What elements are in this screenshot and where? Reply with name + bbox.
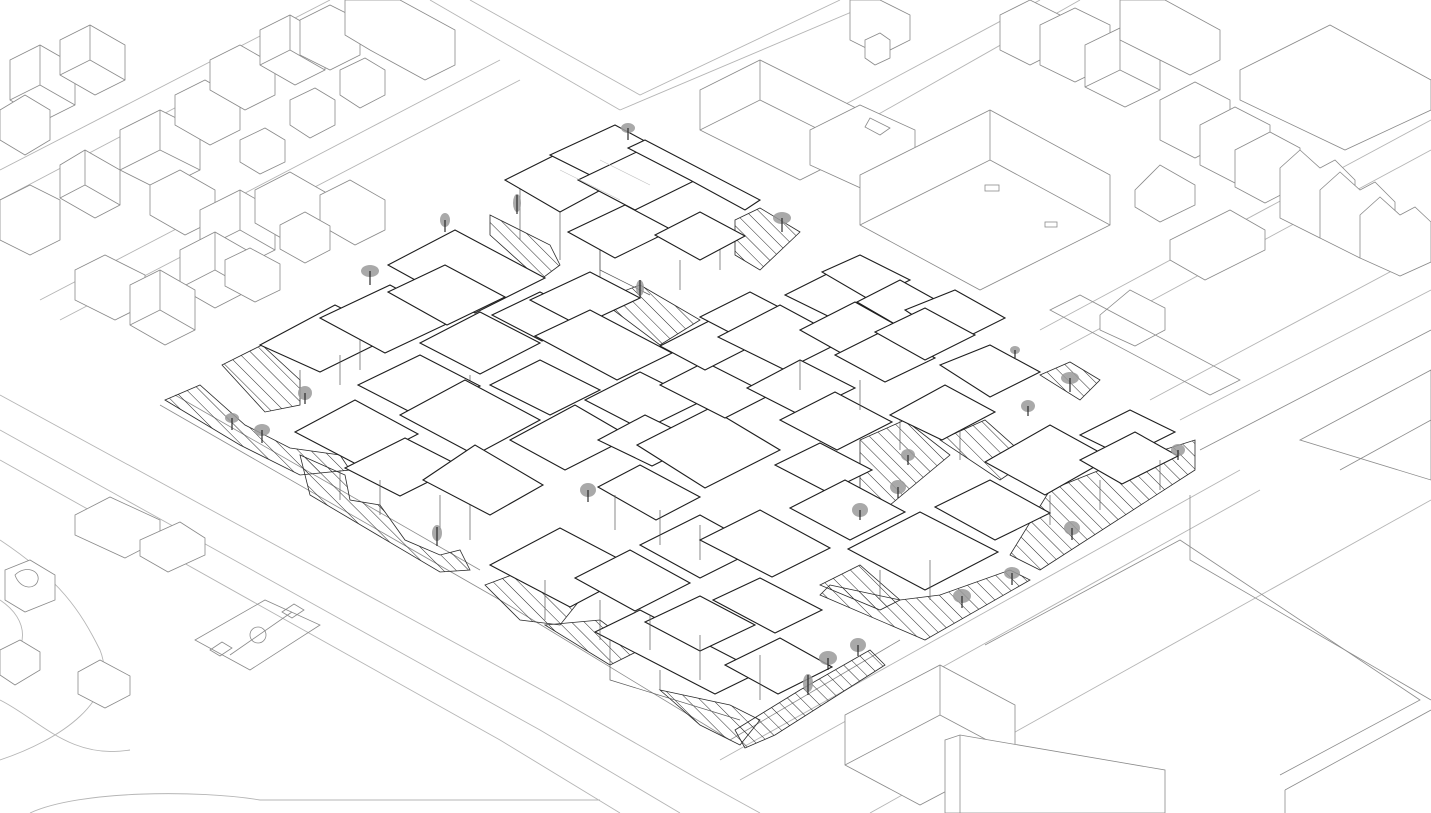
tree bbox=[513, 194, 521, 214]
tree bbox=[621, 123, 635, 140]
context-buildings-northwest bbox=[0, 0, 456, 346]
tree bbox=[890, 480, 906, 498]
tree bbox=[440, 213, 450, 232]
tree bbox=[852, 503, 868, 520]
tree bbox=[819, 651, 837, 670]
tree bbox=[636, 280, 644, 298]
tree bbox=[850, 638, 866, 656]
tree bbox=[1004, 567, 1020, 585]
tree bbox=[803, 674, 813, 695]
tree bbox=[225, 413, 239, 430]
roof-planes bbox=[258, 124, 1180, 721]
tree bbox=[1171, 444, 1185, 460]
tree bbox=[901, 449, 915, 465]
tree bbox=[1061, 372, 1079, 392]
basketball-court bbox=[194, 599, 321, 671]
tree bbox=[1010, 346, 1020, 358]
context-buildings-southwest bbox=[0, 496, 206, 709]
tree bbox=[298, 386, 312, 404]
tree bbox=[1064, 521, 1080, 540]
context-buildings-northeast bbox=[699, 0, 1431, 481]
tree bbox=[580, 483, 596, 502]
tree bbox=[254, 424, 270, 443]
tree bbox=[1021, 400, 1035, 416]
tree bbox=[361, 265, 379, 285]
street-trees bbox=[225, 123, 1185, 695]
tree bbox=[773, 212, 791, 232]
tree bbox=[953, 589, 971, 608]
context-buildings-south bbox=[844, 495, 1431, 813]
tree bbox=[432, 525, 442, 546]
